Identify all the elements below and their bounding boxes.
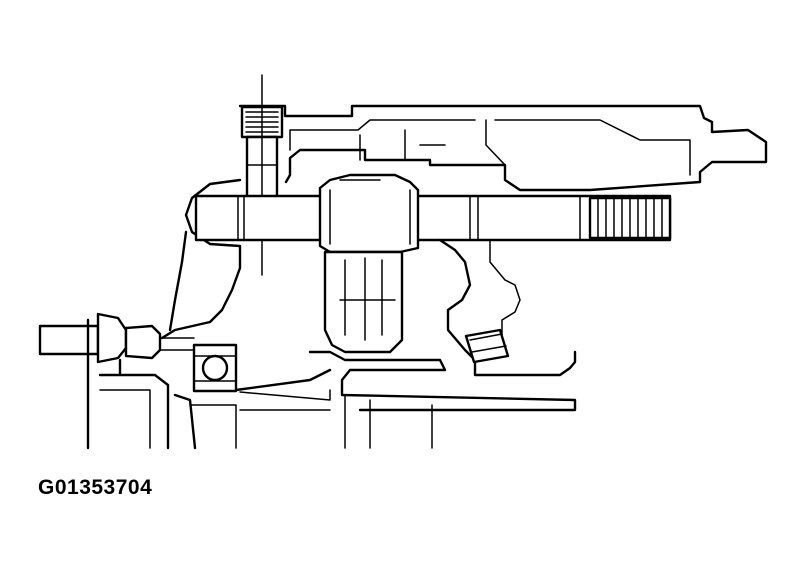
sleeve-detail xyxy=(329,179,411,245)
bolt-shank xyxy=(159,337,195,351)
carrier-plate xyxy=(308,350,577,412)
side-bolt-body xyxy=(96,312,128,364)
fork-detail xyxy=(339,257,396,341)
side-bolt-lock xyxy=(124,324,162,360)
bearing-race xyxy=(469,333,507,353)
case-bottom-edge xyxy=(234,368,332,392)
carrier-plate-lower xyxy=(239,389,433,449)
case-lower-lines xyxy=(99,389,331,449)
housing-web-left xyxy=(289,119,476,151)
spline-teeth xyxy=(597,197,663,239)
shift-sleeve xyxy=(318,173,420,254)
housing-lower-body xyxy=(438,238,577,377)
housing-web-right xyxy=(485,119,691,176)
side-bolt-head xyxy=(38,324,100,356)
housing-left-wall xyxy=(168,230,188,332)
housing-lower-web xyxy=(489,239,521,341)
figure-id-label: G01353704 xyxy=(38,476,153,499)
housing-outline xyxy=(238,104,768,192)
housing-rib xyxy=(359,129,446,161)
case-lower-left xyxy=(86,318,197,450)
housing-left-lobe xyxy=(160,178,242,340)
tapered-bearing xyxy=(464,328,510,364)
ball-bearing-race xyxy=(193,355,237,382)
ball-bearing-ball xyxy=(201,354,229,382)
shaft-step-lines xyxy=(237,195,581,241)
shift-fork xyxy=(323,250,404,354)
